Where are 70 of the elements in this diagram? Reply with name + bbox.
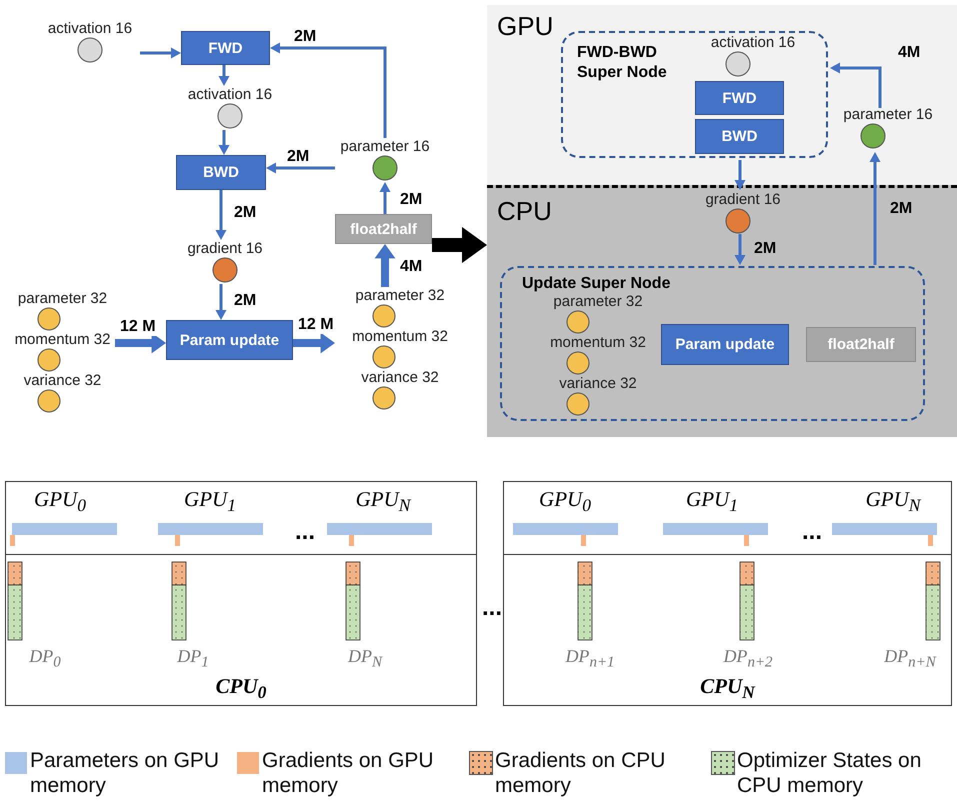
arrow bbox=[293, 332, 335, 354]
process-box: BWD bbox=[176, 155, 266, 190]
node-label: momentum 32 bbox=[550, 334, 646, 351]
device-label: GPU$_{1}$ bbox=[686, 487, 738, 516]
arrow bbox=[734, 160, 746, 190]
arrow bbox=[216, 284, 226, 320]
dashed-group-box bbox=[561, 31, 828, 158]
arrow bbox=[216, 190, 226, 240]
node-label: momentum 32 bbox=[14, 331, 110, 348]
process-label: DP$_{n+N}$ bbox=[884, 646, 936, 672]
region-background bbox=[487, 185, 957, 437]
arrow bbox=[830, 62, 882, 108]
process-box: Param update bbox=[166, 320, 293, 360]
panel-title: CPU$_{0}$ bbox=[216, 674, 266, 703]
arrow bbox=[734, 234, 746, 265]
legend-text: Optimizer States on CPU memory bbox=[737, 748, 922, 798]
ellipsis: ... bbox=[295, 522, 315, 542]
group-title: Update Super Node bbox=[522, 274, 670, 294]
arrow bbox=[140, 48, 181, 58]
arrow bbox=[870, 152, 880, 265]
node-label: variance 32 bbox=[24, 372, 102, 389]
arrow bbox=[266, 162, 335, 174]
arrow bbox=[218, 65, 230, 86]
node-label: parameter 32 bbox=[355, 287, 445, 304]
legend-text: Parameters on GPU memory bbox=[30, 748, 220, 798]
process-label: DP$_{n+2}$ bbox=[723, 646, 773, 672]
node-label: parameter 32 bbox=[553, 293, 643, 310]
legend-text: Gradients on GPU memory bbox=[262, 748, 435, 798]
node-label: gradient 16 bbox=[705, 191, 781, 208]
process-box: float2half bbox=[806, 327, 916, 362]
node-label: parameter 16 bbox=[340, 138, 430, 155]
device-label: GPU$_{0}$ bbox=[34, 487, 86, 516]
arrow bbox=[270, 42, 386, 138]
node-label: gradient 16 bbox=[187, 240, 263, 257]
process-box: BWD bbox=[695, 119, 784, 154]
dashed-group-box bbox=[500, 266, 925, 421]
region-title: GPU bbox=[497, 11, 554, 41]
device-label: GPU$_{1}$ bbox=[184, 487, 236, 516]
group-title: FWD-BWD Super Node bbox=[577, 43, 668, 83]
node-label: activation 16 bbox=[188, 86, 272, 103]
arrow bbox=[218, 130, 230, 155]
ellipsis: ... bbox=[482, 598, 502, 618]
panel-title: CPU$_{N}$ bbox=[700, 674, 755, 703]
node-label: activation 16 bbox=[48, 20, 132, 37]
node-label: variance 32 bbox=[559, 375, 637, 392]
region-title: CPU bbox=[497, 196, 552, 226]
process-box: FWD bbox=[181, 31, 270, 65]
process-label: DP$_{n+1}$ bbox=[565, 646, 615, 672]
process-label: DP$_{0}$ bbox=[29, 646, 61, 672]
node-label: parameter 16 bbox=[843, 106, 933, 123]
process-label: DP$_{N}$ bbox=[348, 646, 382, 672]
arrow bbox=[374, 244, 396, 287]
process-label: DP$_{1}$ bbox=[177, 646, 209, 672]
region-background bbox=[487, 5, 957, 185]
arrow bbox=[432, 226, 487, 264]
node-label: activation 16 bbox=[710, 34, 796, 51]
ellipsis: ... bbox=[802, 522, 822, 542]
edge-label: 12 M bbox=[296, 316, 336, 334]
node-label: variance 32 bbox=[361, 369, 439, 386]
legend-text: Gradients on CPU memory bbox=[495, 748, 666, 798]
device-label: GPU$_{N}$ bbox=[866, 487, 920, 516]
process-box: float2half bbox=[335, 214, 432, 244]
node-label: momentum 32 bbox=[352, 328, 448, 345]
process-box: FWD bbox=[695, 81, 784, 115]
process-box: Param update bbox=[661, 324, 789, 365]
node-label: parameter 32 bbox=[18, 290, 108, 307]
edge-label: 12 M bbox=[118, 318, 158, 336]
device-label: GPU$_{N}$ bbox=[356, 487, 410, 516]
device-label: GPU$_{0}$ bbox=[539, 487, 591, 516]
arrow bbox=[380, 182, 390, 214]
